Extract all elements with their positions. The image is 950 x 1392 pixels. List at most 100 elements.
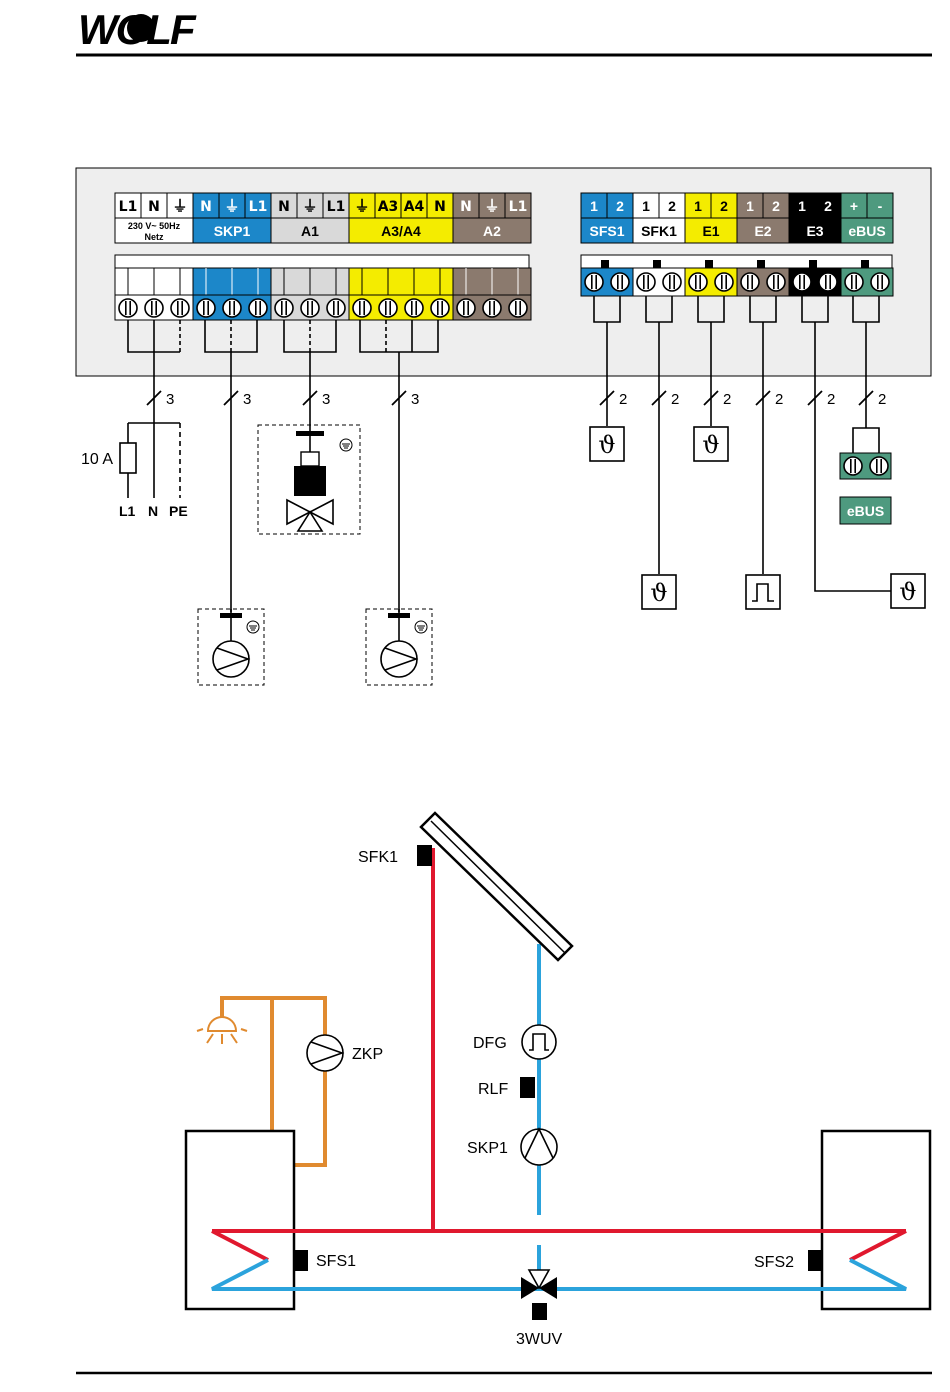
screw-e1-0[interactable] xyxy=(689,273,707,291)
wire-count-ebus: 2 xyxy=(878,391,886,408)
pin-label-e1-0: 1 xyxy=(694,198,702,214)
screw-sfk1-1[interactable] xyxy=(663,273,681,291)
screw-a3a4-1[interactable] xyxy=(379,299,397,317)
pin-label-e2-0: 1 xyxy=(746,198,754,214)
screw-a2-1[interactable] xyxy=(483,299,501,317)
wolf-logo: WOLF xyxy=(78,6,197,53)
label-3wuv: 3WUV xyxy=(516,1331,563,1348)
screw-e3-1[interactable] xyxy=(819,273,837,291)
screw-a3a4-0[interactable] xyxy=(353,299,371,317)
mains-n-label: N xyxy=(148,503,158,519)
pin-label-e1-1: 2 xyxy=(720,198,728,214)
screw-ebus-1[interactable] xyxy=(871,273,889,291)
pin-label-skp1-2: L1 xyxy=(249,199,268,215)
pin-label-a2-1: ⏚ xyxy=(484,197,499,215)
storage-tank-right xyxy=(822,1131,930,1309)
screw-e2-0[interactable] xyxy=(741,273,759,291)
e1-thermo-icon xyxy=(694,427,728,461)
wire-count-sfs1: 2 xyxy=(619,391,627,408)
wire-count-mains: 3 xyxy=(166,391,174,408)
pin-label-netz-1: N xyxy=(148,199,160,215)
label-sfs1: SFS1 xyxy=(316,1253,356,1270)
group-label-e3: E3 xyxy=(806,223,823,239)
sfs1-thermo-icon xyxy=(590,427,624,461)
group-label-a1: A1 xyxy=(301,223,319,239)
pin-label-netz-0: L1 xyxy=(119,199,138,215)
pin-label-sfk1-1: 2 xyxy=(668,198,676,214)
group-label-sfs1: SFS1 xyxy=(589,223,624,239)
pin-label-ebus-0: + xyxy=(850,198,858,214)
zkp-pump-icon xyxy=(366,609,432,685)
zkp-pump-symbol xyxy=(307,1035,343,1071)
screw-netz-2[interactable] xyxy=(171,299,189,317)
screw-a3a4-2[interactable] xyxy=(405,299,423,317)
screw-ebus-0[interactable] xyxy=(845,273,863,291)
screw-skp1-0[interactable] xyxy=(197,299,215,317)
screw-skp1-2[interactable] xyxy=(249,299,267,317)
screw-netz-0[interactable] xyxy=(119,299,137,317)
pin-label-a3a4-1: A3 xyxy=(378,199,399,215)
pin-label-a3a4-3: N xyxy=(434,199,446,215)
wire-count-a1: 3 xyxy=(322,391,330,408)
label-skp1: SKP1 xyxy=(467,1140,508,1157)
screw-sfk1-0[interactable] xyxy=(637,273,655,291)
wire-count-skp1: 3 xyxy=(243,391,251,408)
label-sfs2: SFS2 xyxy=(754,1254,794,1271)
ebus-device-label: eBUS xyxy=(847,503,884,519)
pin-label-skp1-1: ⏚ xyxy=(224,197,239,215)
pin-label-a2-2: L1 xyxy=(509,199,528,215)
solar-collector xyxy=(421,813,572,960)
screw-sfs1-1[interactable] xyxy=(611,273,629,291)
screw-a3a4-3[interactable] xyxy=(431,299,449,317)
screw-a2-0[interactable] xyxy=(457,299,475,317)
screw-skp1-1[interactable] xyxy=(223,299,241,317)
pin-label-a1-1: ⏚ xyxy=(302,197,317,215)
screw-a1-2[interactable] xyxy=(327,299,345,317)
pin-label-sfs1-0: 1 xyxy=(590,198,598,214)
wire-count-a3a4: 3 xyxy=(411,391,419,408)
screw-a1-1[interactable] xyxy=(301,299,319,317)
sfs1-sensor xyxy=(294,1250,308,1271)
pin-label-skp1-0: N xyxy=(200,199,212,215)
zone-valve-icon xyxy=(258,425,360,534)
group-label-a2: A2 xyxy=(483,223,501,239)
screw-e1-1[interactable] xyxy=(715,273,733,291)
pin-label-a2-0: N xyxy=(460,199,472,215)
label-zkp: ZKP xyxy=(352,1046,383,1063)
screw-sfs1-0[interactable] xyxy=(585,273,603,291)
screw-a2-2[interactable] xyxy=(509,299,527,317)
pin-label-e3-0: 1 xyxy=(798,198,806,214)
storage-tank-left xyxy=(186,1131,294,1309)
wire-count-e2: 2 xyxy=(775,391,783,408)
group-label-a3a4: A3/A4 xyxy=(381,223,421,239)
screw-a1-0[interactable] xyxy=(275,299,293,317)
pin-label-netz-2: ⏚ xyxy=(172,197,187,215)
pin-label-a1-0: N xyxy=(278,199,290,215)
group-label-e1: E1 xyxy=(702,223,719,239)
pulse-sensor-icon xyxy=(746,575,780,609)
pin-label-a1-2: L1 xyxy=(327,199,346,215)
pin-label-sfk1-0: 1 xyxy=(642,198,650,214)
fuse-label: 10 A xyxy=(81,451,113,468)
wire-count-e3: 2 xyxy=(827,391,835,408)
group-sublabel-netz: Netz xyxy=(144,232,164,242)
wire-count-e1: 2 xyxy=(723,391,731,408)
pin-label-a3a4-2: A4 xyxy=(404,199,425,215)
rlf-sensor xyxy=(520,1077,535,1098)
screw-e3-0[interactable] xyxy=(793,273,811,291)
e3-thermo-icon xyxy=(891,574,925,608)
group-label-netz: 230 V~ 50Hz xyxy=(128,221,181,231)
connector-a3a4 xyxy=(349,268,453,295)
screw-e2-1[interactable] xyxy=(767,273,785,291)
group-label-e2: E2 xyxy=(754,223,771,239)
mains-pe-label: PE xyxy=(169,503,188,519)
hydraulic-schematic xyxy=(186,813,930,1320)
sfk1-thermo-icon xyxy=(642,575,676,609)
ebus-device: eBUS xyxy=(840,453,891,524)
label-sfk1: SFK1 xyxy=(358,849,398,866)
label-dfg: DFG xyxy=(473,1035,507,1052)
group-label-sfk1: SFK1 xyxy=(641,223,677,239)
screw-netz-1[interactable] xyxy=(145,299,163,317)
